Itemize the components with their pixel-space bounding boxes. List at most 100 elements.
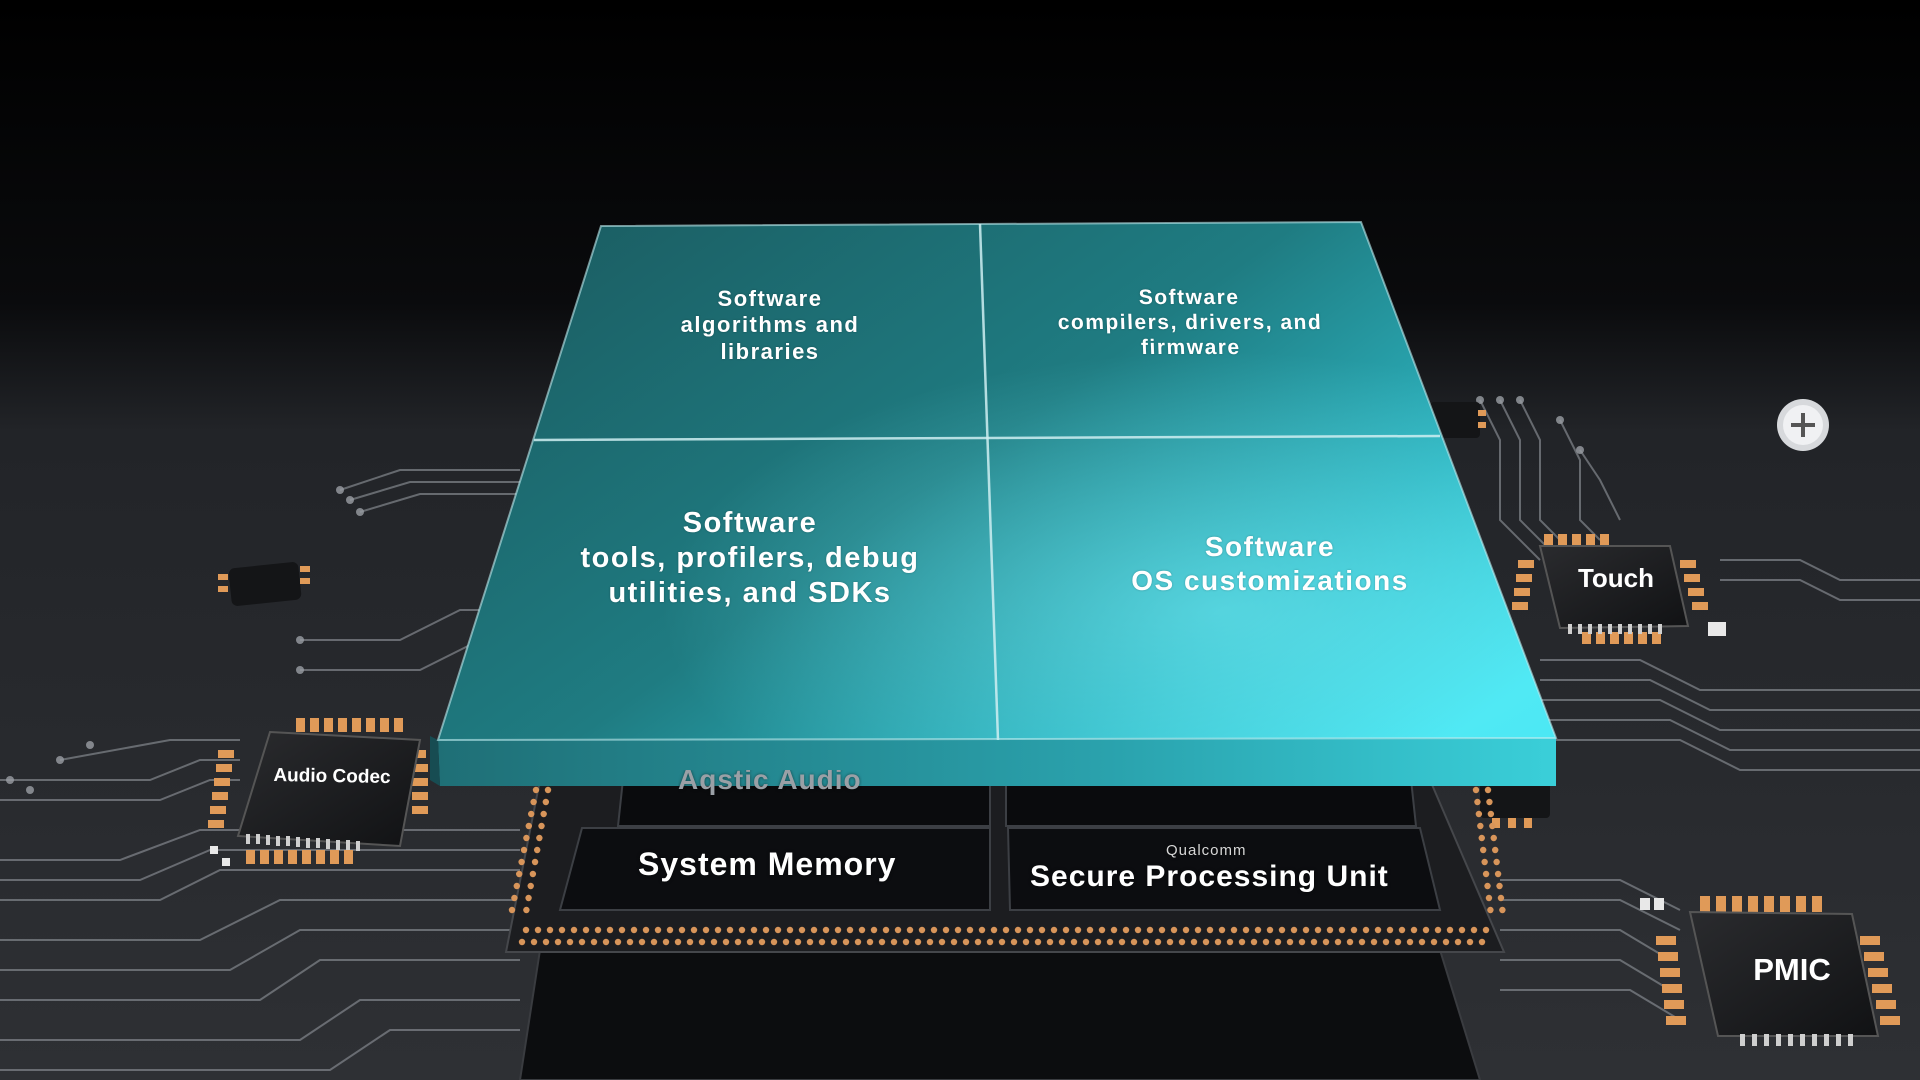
pad-dot (950, 938, 958, 946)
pad-dot (518, 858, 525, 866)
pad-dot (626, 938, 634, 946)
pad-dot (511, 894, 518, 902)
pad-dot (1286, 938, 1294, 946)
pad-dot (666, 926, 674, 934)
pad-dot (1002, 926, 1010, 934)
pad-dot (518, 938, 526, 946)
cell-compilers-drivers-firmware: Software compilers, drivers, and firmwar… (989, 285, 1392, 361)
pad-dot (523, 834, 530, 842)
pad-dot (1106, 938, 1114, 946)
pad-dot (513, 882, 520, 890)
pad-dot (1142, 938, 1150, 946)
pad-dot (1482, 870, 1490, 878)
pad-dot (1230, 926, 1238, 934)
pad-dot (774, 926, 782, 934)
pad-dot (1274, 938, 1282, 946)
pad-dot (536, 834, 543, 842)
pad-dot (1334, 938, 1342, 946)
pad-dot (834, 926, 842, 934)
pad-dot (806, 938, 814, 946)
pad-dot (508, 906, 516, 914)
pad-dot (1094, 938, 1102, 946)
pad-dot (770, 938, 778, 946)
pad-dot (998, 938, 1006, 946)
pad-dot (530, 938, 538, 946)
pad-dot (1218, 926, 1226, 934)
pad-dot (966, 926, 974, 934)
pad-dot (1026, 926, 1034, 934)
pmic-chip (1656, 896, 1900, 1046)
pad-dot (1418, 938, 1426, 946)
pad-dot (538, 822, 545, 830)
pad-dot (1254, 926, 1262, 934)
secure-processing-unit-label: Secure Processing Unit (1030, 860, 1389, 893)
small-component-left (218, 562, 310, 606)
pad-dot (902, 938, 910, 946)
cell-line: Software (1204, 531, 1336, 562)
cell-os-customizations: Software OS customizations (1040, 530, 1500, 597)
pad-dot (854, 938, 862, 946)
pad-dot (798, 926, 806, 934)
pad-dot (1474, 798, 1481, 806)
pad-dot (678, 926, 686, 934)
pad-dot (1154, 938, 1162, 946)
pad-dot (1278, 926, 1286, 934)
right-via-dots (1476, 396, 1584, 454)
cell-algorithms-libraries: Software algorithms and libraries (620, 286, 920, 365)
pad-dot (1190, 938, 1198, 946)
pad-dot (546, 926, 554, 934)
pad-dot (1302, 926, 1310, 934)
pad-dot (523, 906, 530, 914)
pad-dot (1122, 926, 1130, 934)
pad-dot (525, 894, 532, 902)
left-via-dots (6, 486, 364, 794)
pad-dot (602, 938, 610, 946)
pad-dot (822, 926, 830, 934)
qualcomm-brand-label: Qualcomm (1166, 842, 1247, 859)
pad-dot (1454, 938, 1462, 946)
pad-dot (1487, 810, 1495, 818)
pad-dot (1250, 938, 1258, 946)
pad-dot (654, 926, 662, 934)
pad-dot (1014, 926, 1022, 934)
pad-dot (1492, 846, 1499, 854)
pad-dot (930, 926, 938, 934)
pad-dot (578, 938, 586, 946)
small-component-right-top (1430, 402, 1486, 438)
pad-dot (1046, 938, 1054, 946)
pad-dot (1470, 926, 1478, 934)
pad-dot (1206, 926, 1214, 934)
pad-dot (1098, 926, 1106, 934)
pad-dot (1298, 938, 1306, 946)
pad-dot (894, 926, 902, 934)
cell-line: algorithms and (680, 312, 860, 338)
pad-dot (630, 926, 638, 934)
pad-dot (1487, 906, 1494, 914)
pad-dot (698, 938, 706, 946)
pad-dot (650, 938, 658, 946)
soc-stack (504, 769, 1506, 1080)
pad-dot (914, 938, 922, 946)
pad-dot (890, 938, 898, 946)
pad-dot (540, 810, 547, 818)
pad-dot (1050, 926, 1058, 934)
audio-codec-chip (208, 718, 428, 864)
pad-dot (962, 938, 970, 946)
pad-dot (1010, 938, 1018, 946)
pad-dot (1262, 938, 1270, 946)
audio-codec-label: Audio Codec (273, 764, 391, 789)
pad-dot (1430, 938, 1438, 946)
pad-dot (710, 938, 718, 946)
pad-dot (522, 926, 530, 934)
pad-dot (1485, 894, 1493, 902)
cell-line: compilers, drivers, and (1057, 311, 1323, 335)
pad-dot (858, 926, 866, 934)
pad-dot (1182, 926, 1190, 934)
pad-dot (1146, 926, 1154, 934)
pad-dot (726, 926, 734, 934)
pad-dot (1466, 938, 1474, 946)
pmic-label: PMIC (1753, 952, 1831, 987)
pad-dot (938, 938, 946, 946)
pad-dot (866, 938, 874, 946)
pad-dot (542, 938, 550, 946)
